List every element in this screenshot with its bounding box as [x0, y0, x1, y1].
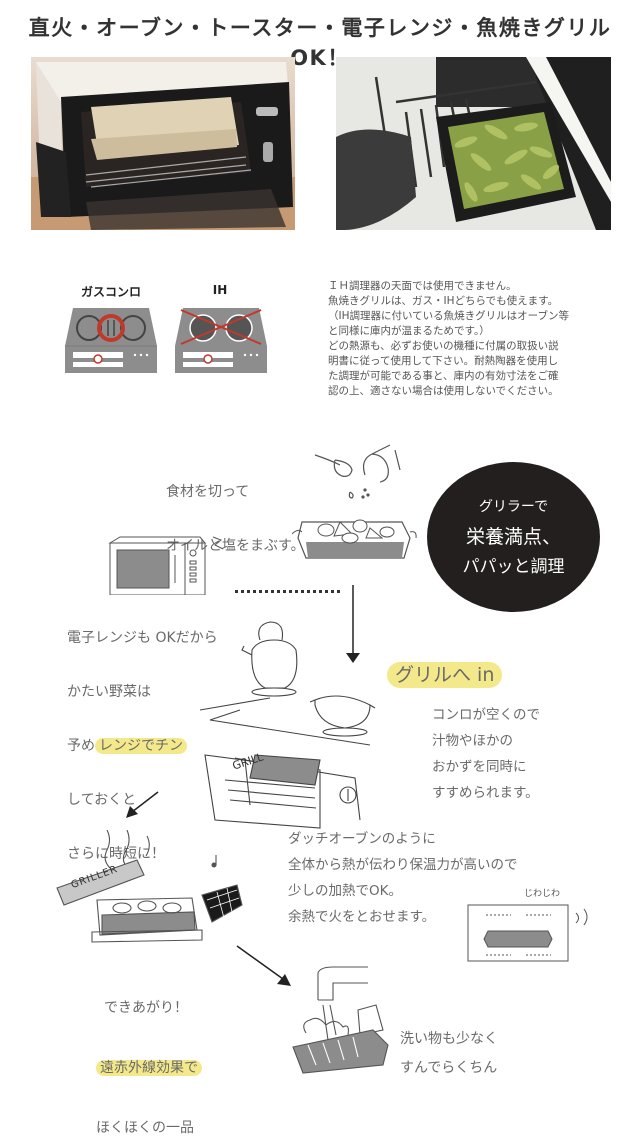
fish-grill-photo — [336, 57, 611, 230]
ih-stove-label: IH — [212, 283, 228, 297]
grill-heading: グリルへ in — [387, 662, 503, 688]
gas-stove-icon — [65, 308, 157, 373]
usage-notes: ＩＨ調理器の天面では使用できません。 魚焼きグリルは、ガス・IHどちらでも使えま… — [328, 280, 570, 397]
heat-circulation-diagram — [466, 903, 596, 965]
ih-stove-icon — [175, 308, 267, 373]
dotted-connector — [235, 590, 340, 593]
sizzle-label: じわじわ — [524, 889, 561, 899]
badge-line2: 栄養満点、 — [465, 526, 561, 548]
dutch-oven-text: ダッチオーブンのように 全体から熱が伝わり保温力が高いので 少しの加熱でOK。 … — [288, 831, 518, 925]
toaster-oven-photo — [31, 57, 295, 230]
done-text: できあがり！ 遠赤外線効果で ほくほくの一品 — [96, 963, 276, 1143]
microwave-line3-pre: 予め — [67, 738, 95, 754]
done-line1: できあがり！ — [104, 1000, 188, 1016]
griller-dish-illustration — [292, 510, 417, 570]
microwave-line2: かたい野菜は — [67, 684, 151, 700]
finished-griller-illustration — [52, 830, 272, 950]
microwave-text: 電子レンジも OKだから かたい野菜は 予めレンジでチン しておくと さらに時短… — [67, 598, 247, 868]
kitchen-stove-illustration — [170, 610, 400, 830]
badge-line1: グリラーで — [478, 499, 549, 515]
done-highlight: 遠赤外線効果で — [96, 1060, 202, 1076]
microwave-line1: 電子レンジも OKだから — [67, 630, 218, 646]
down-left-arrow-icon — [122, 790, 162, 820]
microwave-line5: さらに時短に！ — [67, 846, 165, 862]
washing-illustration — [288, 965, 398, 1075]
gas-stove-label: ガスコンロ — [80, 285, 141, 299]
seasoning-hand-icon — [310, 440, 410, 510]
badge-circle: グリラーで 栄養満点、 パパッと調理 — [427, 462, 600, 612]
badge-line3: パパッと調理 — [462, 557, 565, 577]
microwave-illustration — [105, 535, 235, 595]
step1-text: 食材を切って オイルと塩をまぶす。 — [166, 452, 366, 560]
step1-line1: 食材を切って — [166, 484, 250, 500]
microwave-line4: しておくと — [67, 792, 137, 808]
down-arrow-icon — [343, 585, 363, 665]
grill-body: コンロが空くので 汁物やほかの おかずを同時に すすめられます。 — [432, 707, 540, 801]
done-line3: ほくほくの一品 — [96, 1120, 194, 1136]
microwave-highlight: レンジでチン — [95, 738, 187, 754]
down-right-arrow-icon — [235, 944, 295, 989]
wash-text: 洗い物も少なく すんでらくちん — [400, 1031, 498, 1076]
step1-line2: オイルと塩をまぶす。 — [166, 538, 305, 554]
